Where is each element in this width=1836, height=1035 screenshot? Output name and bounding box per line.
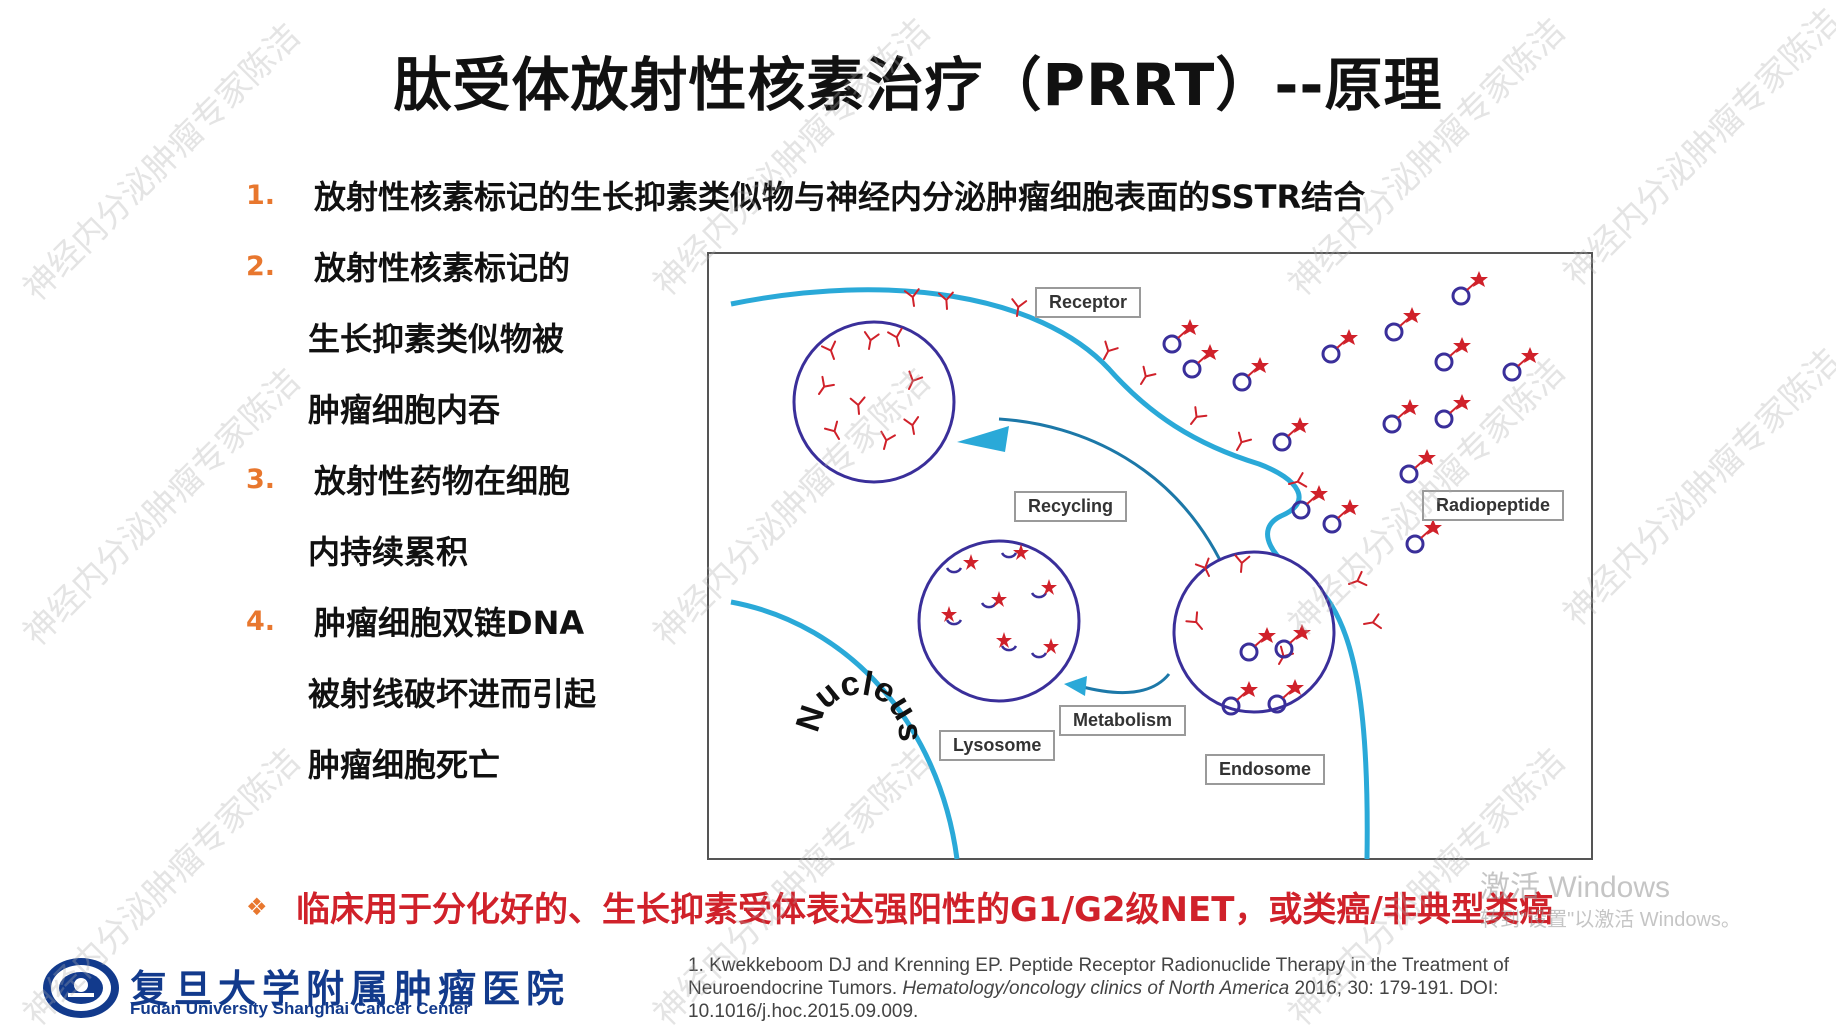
metabolism-arrow-head (1064, 676, 1087, 696)
recycling-arrow (998, 417, 1231, 580)
point-number-3: 3. (246, 464, 276, 495)
point-4-line-1: 肿瘤细胞双链DNA (314, 604, 585, 642)
metabolism-label: Metabolism (1059, 705, 1187, 736)
point-number-1: 1. (246, 180, 276, 211)
recycling-label: Recycling (1014, 491, 1128, 522)
endosome (1172, 550, 1336, 714)
lysosome-label: Lysosome (939, 730, 1056, 761)
reference-prefix: 1. Kwekkeboom DJ and Krenning EP. Peptid… (688, 955, 1510, 999)
point-3-line-1: 放射性药物在细胞 (314, 462, 571, 500)
point-number-2: 2. (246, 251, 276, 282)
lysosome (917, 539, 1081, 703)
recycling-arrow-head (957, 426, 1009, 452)
point-number-4: 4. (246, 606, 276, 637)
diamond-bullet-icon: ❖ (246, 893, 268, 921)
prrt-mechanism-diagram: Nucleus Receptor Recycling Radiopeptide … (707, 252, 1593, 860)
cell-membrane (730, 287, 1370, 860)
hospital-name-en: Fudan University Shanghai Cancer Center (130, 999, 471, 1018)
reference-journal: Hematology/oncology clinics of North Ame… (902, 978, 1290, 999)
nucleus-membrane (730, 599, 960, 860)
reference-citation: 1. Kwekkeboom DJ and Krenning EP. Peptid… (688, 954, 1608, 1023)
diagram-canvas: Nucleus (730, 269, 1541, 860)
reference-suffix: 2016; 30: 179-191. DOI: 10.1016/j.hoc.20… (688, 978, 1499, 1022)
point-4-line-2: 被射线破坏进而引起 (308, 675, 597, 713)
point-2-line-1: 放射性核素标记的 (314, 249, 571, 287)
lysosome-contents (941, 544, 1059, 659)
windows-activation-hint: 转到"设置"以激活 Windows。 (1480, 909, 1741, 931)
receptor-label: Receptor (1035, 287, 1142, 318)
metabolism-arrow (1078, 673, 1171, 695)
radiopeptide-label: Radiopeptide (1422, 490, 1565, 521)
hospital-logo-icon (43, 958, 119, 1018)
point-1-line-1: 放射性核素标记的生长抑素类似物与神经内分泌肿瘤细胞表面的SSTR结合 (314, 178, 1366, 216)
point-3-line-2: 内持续累积 (308, 533, 469, 571)
nucleus-label: Nucleus (789, 664, 930, 742)
windows-activation-title: 激活 Windows (1480, 871, 1671, 904)
point-2-line-2: 生长抑素类似物被 (308, 320, 565, 358)
recycling-vesicle (792, 320, 956, 484)
point-4-line-3: 肿瘤细胞死亡 (308, 746, 501, 784)
endosome-label: Endosome (1205, 754, 1326, 785)
clinical-indication-text: 临床用于分化好的、生长抑素受体表达强阳性的G1/G2级NET，或类癌/非典型类癌 (296, 890, 1553, 930)
hospital-name-cn: 复旦大学附属肿瘤医院 (130, 966, 571, 1011)
point-2-line-3: 肿瘤细胞内吞 (308, 391, 501, 429)
slide-title: 肽受体放射性核素治疗（PRRT）--原理 (393, 51, 1443, 119)
